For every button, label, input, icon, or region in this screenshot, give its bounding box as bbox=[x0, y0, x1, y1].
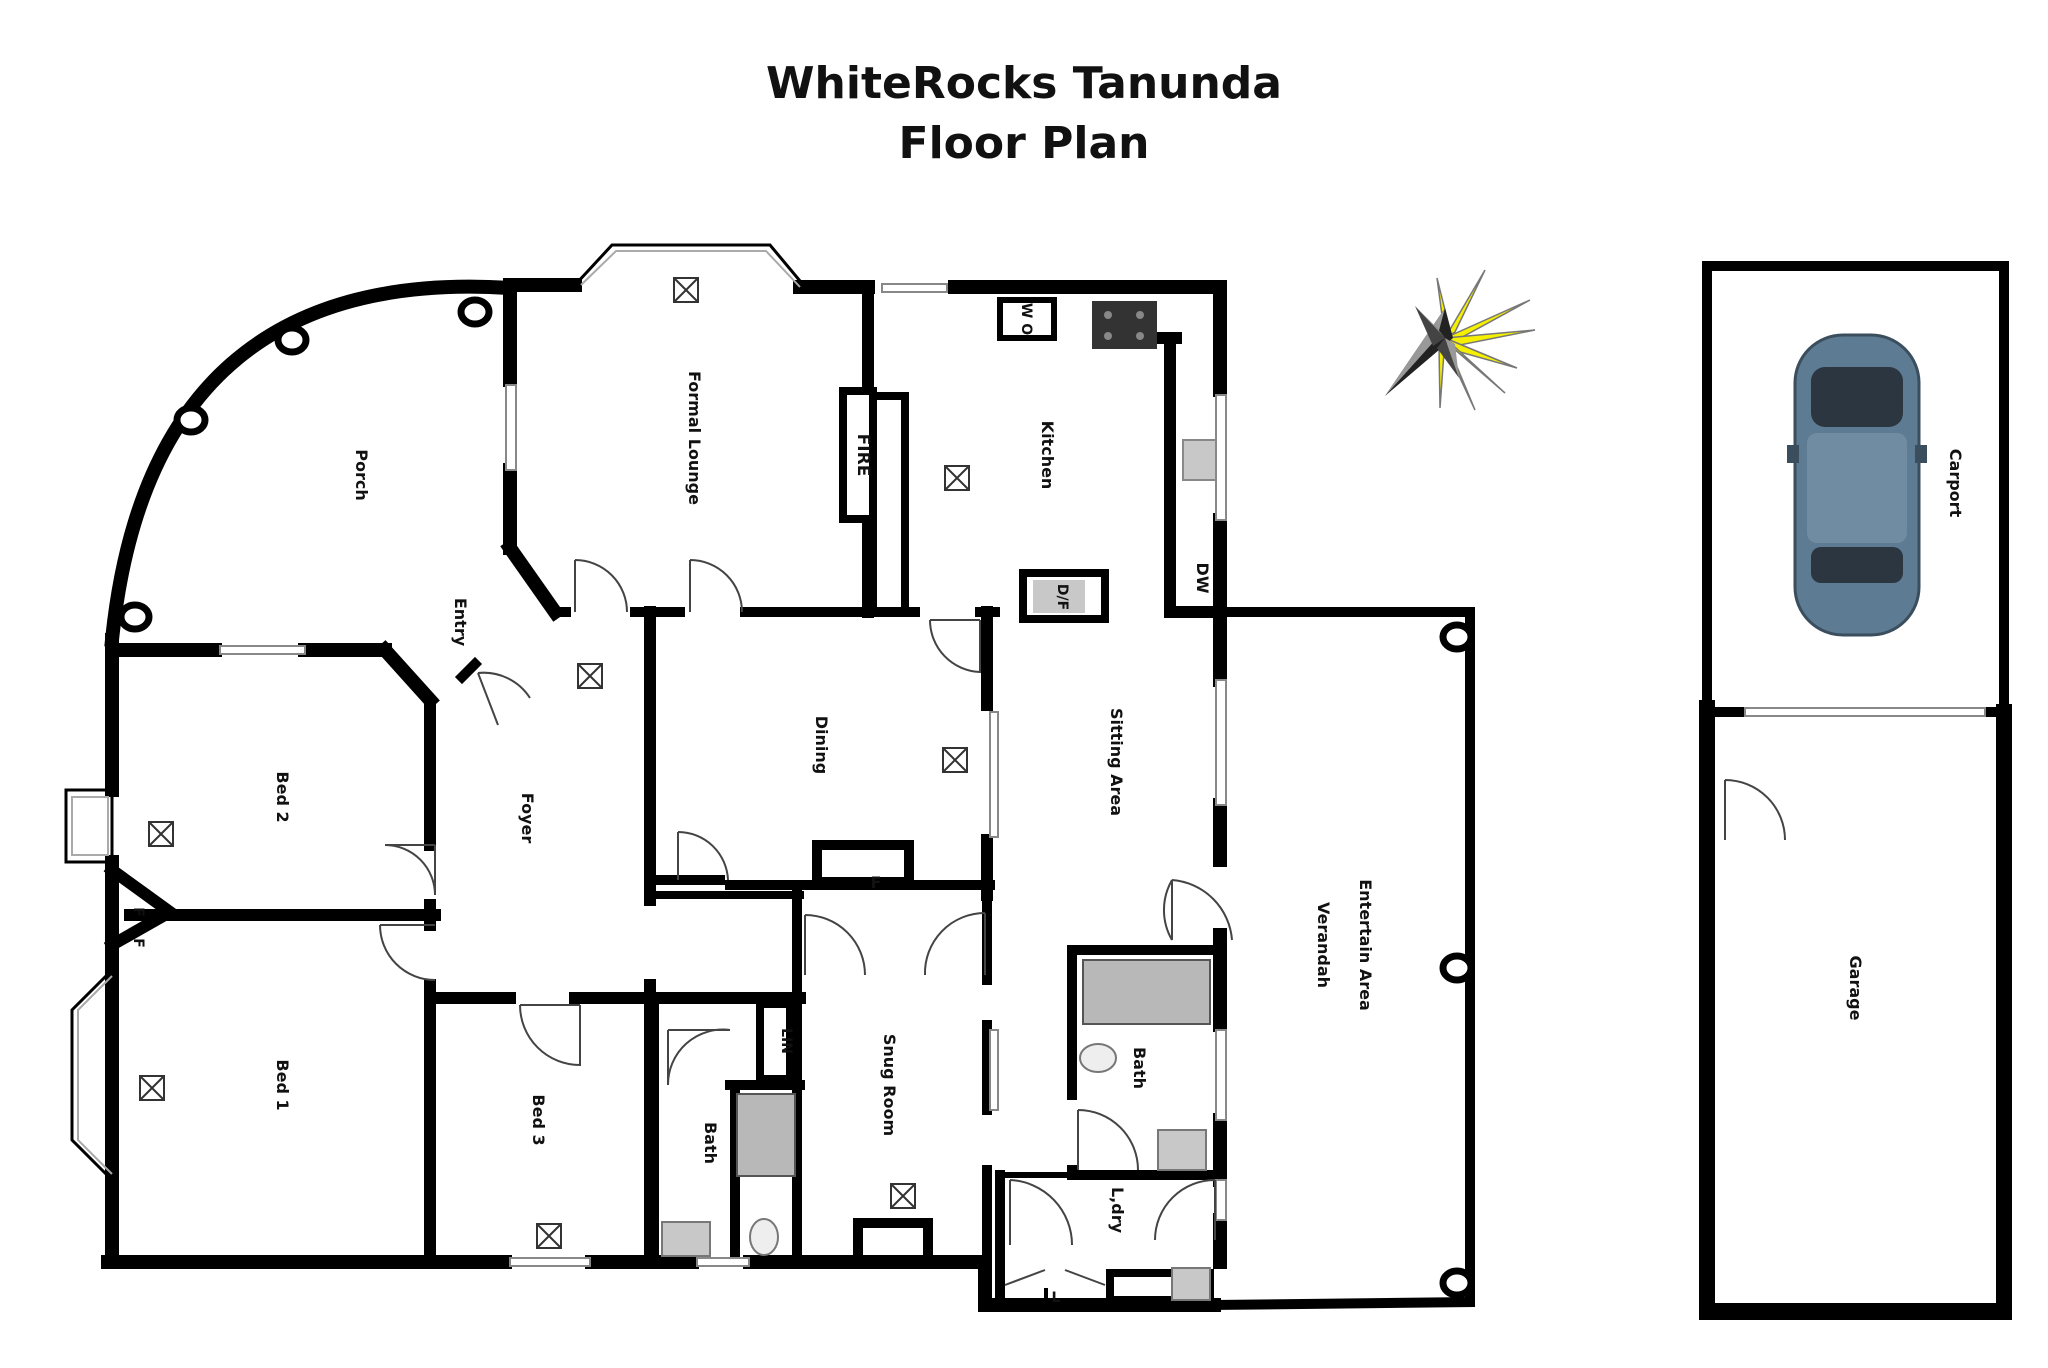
plan-title-line1: WhiteRocks Tanunda bbox=[766, 58, 1282, 109]
label-bed2: Bed 2 bbox=[273, 771, 292, 822]
label-sitting-area: Sitting Area bbox=[1107, 708, 1126, 816]
linen-label: LIN bbox=[778, 1028, 794, 1054]
label-formal-lounge: Formal Lounge bbox=[685, 371, 704, 505]
car-icon bbox=[1787, 333, 1927, 637]
label-entertain-area: Entertain Area bbox=[1356, 879, 1375, 1011]
wall-oven-label: W O bbox=[1018, 303, 1034, 335]
vanity-right bbox=[1157, 1129, 1207, 1171]
label-dining: Dining bbox=[812, 716, 831, 774]
label-entry: Entry bbox=[451, 598, 470, 647]
toilet-left bbox=[749, 1218, 779, 1256]
label-bath-right: Bath bbox=[1130, 1047, 1149, 1089]
fireplace bbox=[839, 387, 877, 523]
label-snug-room: Snug Room bbox=[880, 1034, 899, 1136]
label-kitchen: Kitchen bbox=[1038, 421, 1057, 490]
toilet-right bbox=[1079, 1043, 1117, 1073]
fridge-label: D/F bbox=[1054, 584, 1070, 610]
vanity-left bbox=[661, 1221, 711, 1257]
doors bbox=[379, 559, 1786, 1286]
label-bath-left: Bath bbox=[701, 1122, 720, 1164]
shower-left bbox=[736, 1093, 796, 1177]
laundry-tub bbox=[1171, 1267, 1211, 1301]
compass-icon bbox=[1385, 269, 1536, 411]
room-labels: Porch Entry Formal Lounge Kitchen Foyer … bbox=[273, 371, 1965, 1234]
dining-f-label: F bbox=[871, 873, 882, 892]
label-carport: Carport bbox=[1946, 449, 1965, 518]
porch-posts bbox=[117, 296, 1475, 1299]
dishwasher-label: DW bbox=[1193, 563, 1212, 594]
porch-curved-wall bbox=[104, 279, 518, 648]
ff-label-1: F bbox=[130, 907, 146, 917]
kitchen-sink bbox=[1182, 439, 1217, 481]
label-bed1: Bed 1 bbox=[273, 1059, 292, 1110]
label-foyer: Foyer bbox=[518, 793, 537, 844]
label-garage: Garage bbox=[1846, 956, 1865, 1021]
label-verandah: Verandah bbox=[1314, 902, 1333, 988]
fire-label: FIRE bbox=[853, 434, 873, 477]
plan-title-line2: Floor Plan bbox=[898, 118, 1150, 169]
laundry-l-label: L bbox=[1052, 1290, 1061, 1306]
ff-label-2: F bbox=[130, 938, 146, 948]
bathtub-right bbox=[1082, 959, 1211, 1025]
cooktop bbox=[1092, 301, 1157, 349]
windows bbox=[64, 243, 1986, 1267]
walls bbox=[101, 261, 2012, 1320]
fixtures: FIRE W O D/F DW F F F LIN L bbox=[130, 297, 1217, 1306]
label-bed3: Bed 3 bbox=[529, 1094, 548, 1145]
wall-oven bbox=[997, 297, 1057, 341]
label-laundry: L,dry bbox=[1108, 1187, 1127, 1234]
label-porch: Porch bbox=[352, 449, 371, 500]
ceiling-lights bbox=[139, 277, 970, 1249]
